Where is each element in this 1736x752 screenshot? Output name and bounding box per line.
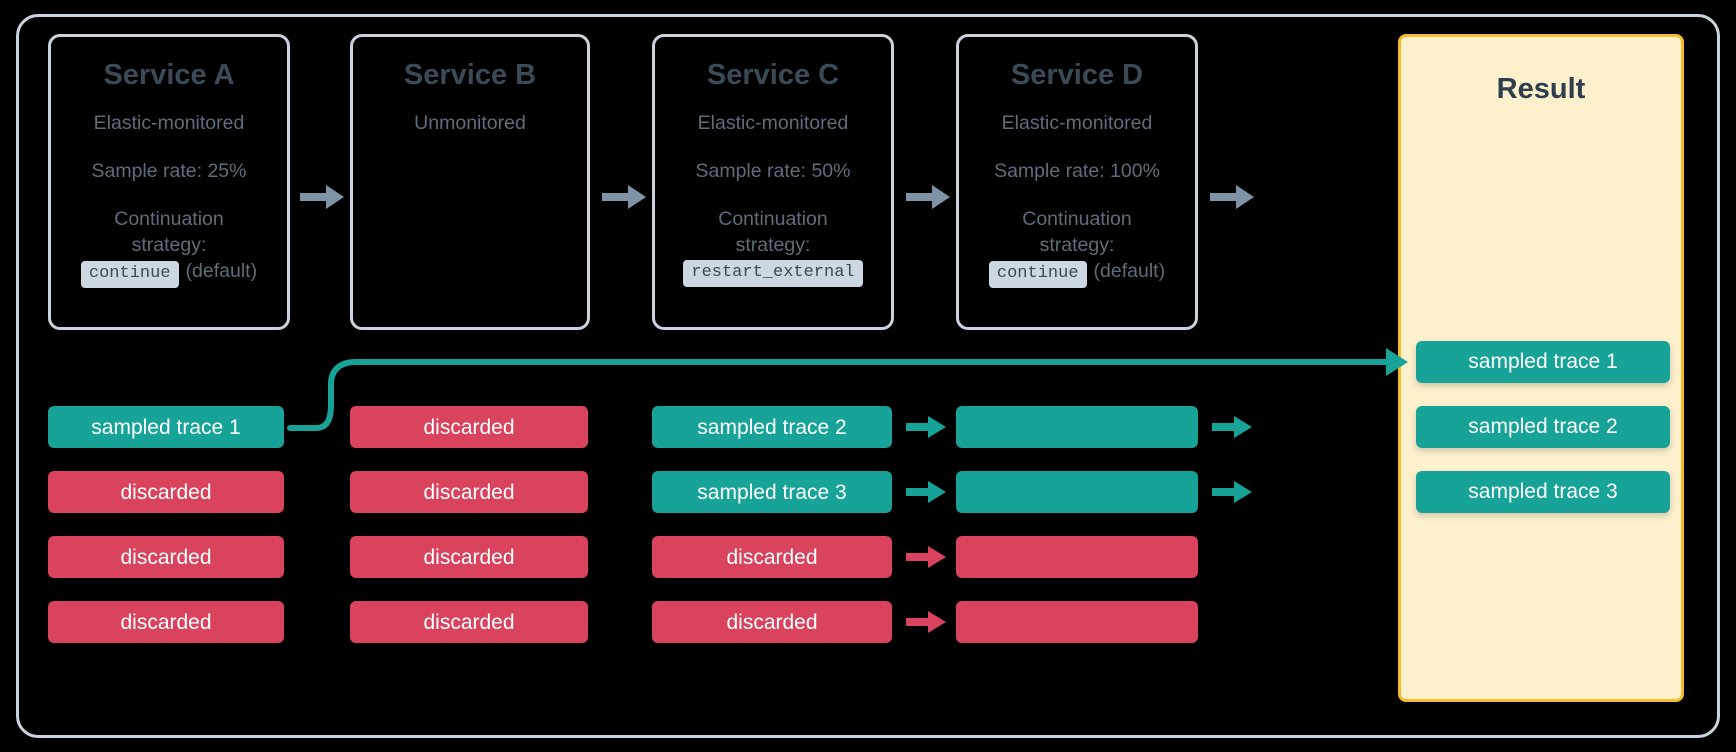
trace-chip-label: discarded [120,480,212,504]
service-d-strategy-value: continue [988,261,1087,288]
trace-chip-label: discarded [120,610,212,634]
service-a-strategy-label-1: Continuation [114,208,224,230]
trace-chip-c-0[interactable]: sampled trace 2 [652,406,892,448]
service-d-strategy-note: (default) [1093,260,1166,282]
trace-chip-d-1[interactable] [956,471,1198,513]
trace-chip-a-2[interactable]: discarded [48,536,284,578]
service-c-strategy-label-2: strategy: [735,234,811,256]
service-box-c: Service C Elastic-monitored Sample rate:… [652,34,894,330]
trace-chip-a-3[interactable]: discarded [48,601,284,643]
trace-chip-b-2[interactable]: discarded [350,536,588,578]
service-d-title: Service D [1010,59,1144,91]
trace-chip-c-1[interactable]: sampled trace 3 [652,471,892,513]
trace-chip-label: discarded [726,610,818,634]
service-d-monitoring: Elastic-monitored [1001,112,1153,134]
trace-chip-label: discarded [423,545,515,569]
service-a-strategy-row: continue (default) [80,260,258,288]
trace-arrow-c-to-d-1 [906,481,946,503]
trace-chip-b-0[interactable]: discarded [350,406,588,448]
trace-chip-b-3[interactable]: discarded [350,601,588,643]
service-d-strategy-label-2: strategy: [1039,234,1115,256]
service-a-monitoring: Elastic-monitored [93,112,245,134]
trace-chip-c-3[interactable]: discarded [652,601,892,643]
service-a-strategy-value: continue [80,261,179,288]
trace-chip-c-2[interactable]: discarded [652,536,892,578]
trace-arrow-c-to-d-0 [906,416,946,438]
flow-arrow-c-to-d [906,184,950,210]
result-chip-label: sampled trace 2 [1468,415,1618,438]
service-d-sample-rate: Sample rate: 100% [994,160,1160,182]
service-a-title: Service A [103,59,235,91]
trace-chip-label: sampled trace 2 [697,415,847,439]
service-c-title: Service C [706,59,840,91]
trace-arrow-c-to-d-3 [906,611,946,633]
service-c-monitoring: Elastic-monitored [697,112,849,134]
trace-chip-d-2[interactable] [956,536,1198,578]
trace-chip-label: discarded [423,610,515,634]
result-chip-label: sampled trace 1 [1468,350,1618,373]
service-d-strategy-row: continue (default) [988,260,1166,288]
service-c-strategy-value: restart_external [683,260,863,287]
service-box-a: Service A Elastic-monitored Sample rate:… [48,34,290,330]
trace-chip-label: discarded [120,545,212,569]
result-chip-1[interactable]: sampled trace 2 [1416,406,1670,448]
service-c-sample-rate: Sample rate: 50% [695,160,851,182]
service-b-monitoring: Unmonitored [414,112,526,134]
result-chip-2[interactable]: sampled trace 3 [1416,471,1670,513]
result-chip-label: sampled trace 3 [1468,480,1618,503]
flow-arrow-d-to-result [1210,184,1254,210]
service-a-strategy-label-2: strategy: [131,234,207,256]
service-c-strategy-row: restart_external [683,260,863,287]
service-box-d: Service D Elastic-monitored Sample rate:… [956,34,1198,330]
service-d-strategy-label-1: Continuation [1022,208,1132,230]
trace-chip-label: sampled trace 1 [91,415,241,439]
result-title: Result [1496,73,1586,105]
trace-chip-label: discarded [423,480,515,504]
trace-chip-b-1[interactable]: discarded [350,471,588,513]
trace-chip-a-0[interactable]: sampled trace 1 [48,406,284,448]
trace-arrow-d-to-result-1 [1212,481,1252,503]
trace-chip-label: sampled trace 3 [697,480,847,504]
trace-arrow-d-to-result-0 [1212,416,1252,438]
trace-chip-d-0[interactable] [956,406,1198,448]
service-box-b: Service B Unmonitored [350,34,590,330]
service-c-strategy-label-1: Continuation [718,208,828,230]
service-b-title: Service B [403,59,537,91]
flow-arrow-a-to-b [300,184,344,210]
service-a-strategy-note: (default) [185,260,258,282]
service-a-sample-rate: Sample rate: 25% [91,160,247,182]
trace-arrow-c-to-d-2 [906,546,946,568]
trace-chip-label: discarded [726,545,818,569]
trace-chip-a-1[interactable]: discarded [48,471,284,513]
flow-arrow-b-to-c [602,184,646,210]
trace-chip-d-3[interactable] [956,601,1198,643]
trace-chip-label: discarded [423,415,515,439]
result-chip-0[interactable]: sampled trace 1 [1416,341,1670,383]
